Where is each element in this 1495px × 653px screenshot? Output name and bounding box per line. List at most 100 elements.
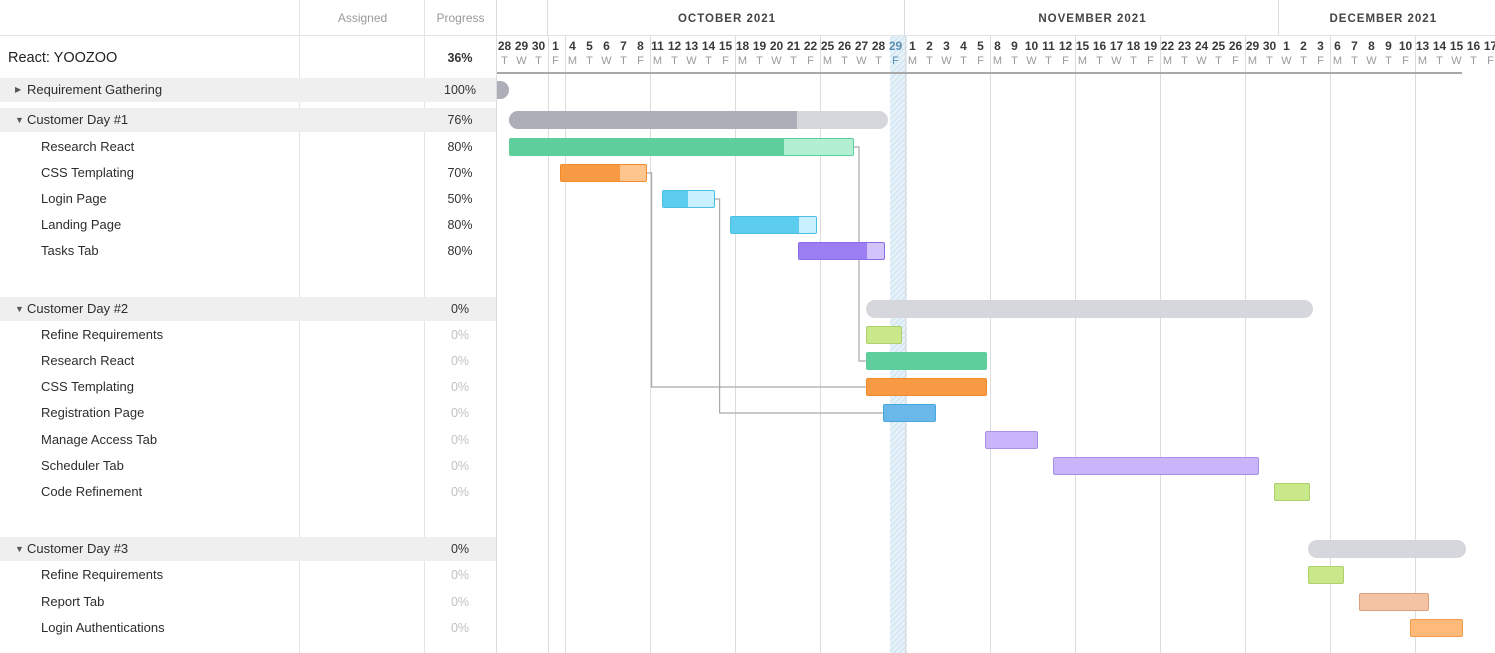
day-letter: T	[1300, 55, 1307, 67]
task-bar[interactable]	[1307, 566, 1344, 584]
day-number: 26	[1228, 39, 1243, 53]
group-summary-bar[interactable]	[1307, 540, 1466, 558]
task-name[interactable]: Customer Day #2	[27, 301, 129, 316]
day-letter: M	[822, 55, 833, 67]
task-name[interactable]: Code Refinement	[41, 484, 143, 499]
day-number: 20	[769, 39, 784, 53]
group-summary-bar[interactable]	[508, 111, 888, 129]
day-letter: T	[1096, 55, 1103, 67]
week-gridline	[1415, 36, 1416, 653]
collapse-caret-icon[interactable]: ▼	[15, 544, 24, 554]
task-bar[interactable]	[984, 431, 1038, 449]
task-bar[interactable]	[559, 164, 647, 182]
day-letter: T	[1130, 55, 1137, 67]
day-number: 29	[888, 39, 903, 53]
task-row[interactable]: Code Refinement 0%	[0, 480, 496, 504]
task-row[interactable]: Refine Requirements 0%	[0, 563, 496, 587]
task-bar[interactable]	[1409, 619, 1463, 637]
project-name[interactable]: React: YOOZOO	[8, 50, 118, 66]
day-number: 15	[1449, 39, 1464, 53]
day-letter: F	[1487, 55, 1494, 67]
week-gridline	[548, 36, 549, 653]
task-name[interactable]: Tasks Tab	[41, 243, 99, 258]
day-number: 27	[854, 39, 869, 53]
week-gridline	[905, 36, 906, 653]
task-name[interactable]: Registration Page	[41, 405, 145, 420]
task-bar[interactable]	[729, 216, 817, 234]
day-number: 18	[735, 39, 750, 53]
task-name[interactable]: Login Authentications	[41, 620, 165, 635]
task-bar[interactable]	[1358, 593, 1429, 611]
day-letter: T	[705, 55, 712, 67]
task-bar[interactable]	[865, 378, 987, 396]
task-bar[interactable]	[865, 326, 902, 344]
task-bar[interactable]	[1052, 457, 1259, 475]
day-number: 13	[1415, 39, 1430, 53]
task-name[interactable]: Customer Day #3	[27, 541, 129, 556]
day-letter: M	[1162, 55, 1173, 67]
column-divider[interactable]	[424, 0, 425, 653]
collapse-caret-icon[interactable]: ▼	[15, 304, 24, 314]
task-bar[interactable]	[508, 138, 854, 156]
task-bar[interactable]	[661, 190, 715, 208]
task-name[interactable]: Landing Page	[41, 217, 122, 232]
task-name[interactable]: Customer Day #1	[27, 112, 129, 127]
task-name[interactable]: Refine Requirements	[41, 327, 164, 342]
today-marker	[890, 36, 907, 653]
task-name[interactable]: Manage Access Tab	[41, 432, 158, 447]
task-progress-fill	[509, 139, 785, 155]
task-name[interactable]: Requirement Gathering	[27, 82, 163, 97]
collapse-caret-icon[interactable]: ▼	[15, 115, 24, 125]
assigned-column-header[interactable]: Assigned	[337, 11, 388, 25]
day-number: 3	[1317, 39, 1324, 53]
task-progress-fill	[798, 243, 867, 259]
task-name[interactable]: Login Page	[41, 191, 107, 206]
day-number: 9	[1385, 39, 1392, 53]
group-summary-bar[interactable]	[865, 300, 1313, 318]
progress-value: 0%	[450, 568, 470, 582]
group-summary-bar[interactable]	[497, 81, 509, 99]
task-row[interactable]: Research React 80%	[0, 135, 496, 159]
task-row[interactable]: Scheduler Tab 0%	[0, 454, 496, 478]
column-divider[interactable]	[299, 0, 300, 653]
task-name[interactable]: Research React	[41, 139, 135, 154]
progress-value: 0%	[450, 459, 470, 473]
task-bar[interactable]	[1273, 483, 1310, 501]
task-bar[interactable]	[865, 352, 987, 370]
day-number: 1	[909, 39, 916, 53]
task-name[interactable]: Report Tab	[41, 594, 105, 609]
progress-value: 80%	[447, 140, 473, 154]
day-number: 1	[552, 39, 559, 53]
expand-caret-icon[interactable]: ▶	[15, 85, 22, 94]
task-name[interactable]: CSS Templating	[41, 379, 134, 394]
progress-column-header[interactable]: Progress	[436, 11, 485, 25]
day-number: 8	[1368, 39, 1375, 53]
task-name[interactable]: Scheduler Tab	[41, 458, 124, 473]
month-divider	[904, 0, 905, 36]
task-bar[interactable]	[797, 242, 885, 260]
day-number: 26	[837, 39, 852, 53]
day-number: 21	[786, 39, 801, 53]
task-name[interactable]: Research React	[41, 353, 135, 368]
day-letter: T	[1215, 55, 1222, 67]
progress-value: 0%	[450, 485, 470, 499]
task-name[interactable]: CSS Templating	[41, 165, 134, 180]
task-name[interactable]: Refine Requirements	[41, 567, 164, 582]
task-bar[interactable]	[882, 404, 936, 422]
